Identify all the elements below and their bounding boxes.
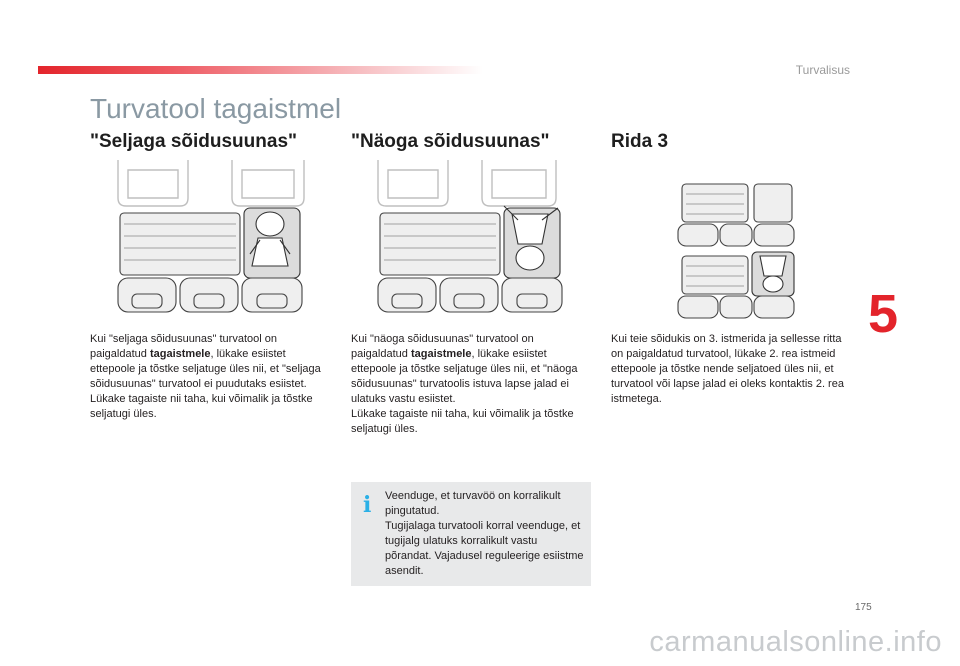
info-icon: i: [363, 492, 372, 518]
text-rear-facing-part3: Lükake tagaiste nii taha, kui võimalik j…: [90, 393, 313, 420]
page-title: Turvatool tagaistmel: [90, 93, 342, 124]
heading-row-3: Rida 3: [611, 131, 669, 152]
info-box: i Veenduge, et turvavöö on korralikult p…: [351, 482, 591, 586]
text-rear-facing-part1: Kui "seljaga sõidusuunas" turvatool on p…: [90, 333, 277, 360]
text-row-3: Kui teie sõidukis on 3. istmerida ja sel…: [611, 333, 844, 405]
info-text-1: Veenduge, et turvavöö on korralikult pin…: [385, 490, 561, 517]
section-label: Turvalisus: [795, 63, 850, 77]
text-forward-facing-bold: tagaistmele: [410, 348, 472, 360]
text-rear-facing-bold: tagaistmele: [149, 348, 211, 360]
text-forward-facing-part3: Lükake tagaiste nii taha, kui võimalik j…: [351, 408, 574, 435]
page-number: 175: [855, 602, 872, 613]
header-accent-bar: [38, 66, 483, 74]
row-3-seat-diagram: [677, 183, 795, 319]
info-text-2: Tugijalaga turvatooli korral veenduge, e…: [385, 520, 584, 577]
chapter-number: 5: [868, 284, 899, 344]
text-forward-facing-part1: Kui "näoga sõidusuunas" turvatool on pai…: [351, 333, 534, 360]
text-rear-facing: Kui "seljaga sõidusuunas" turvatool on p…: [90, 332, 328, 422]
text-forward-facing: Kui "näoga sõidusuunas" turvatool on pai…: [351, 332, 591, 437]
rear-facing-seat-diagram: [117, 160, 305, 313]
text-rear-facing-part2: , lükake esiistet ettepoole ja tõstke se…: [90, 348, 321, 390]
heading-rear-facing: "Seljaga sõidusuunas": [90, 131, 298, 152]
forward-facing-seat-diagram: [377, 160, 563, 313]
watermark: carmanualsonline.info: [649, 626, 942, 658]
heading-forward-facing: "Näoga sõidusuunas": [351, 131, 550, 152]
info-text: Veenduge, et turvavöö on korralikult pin…: [385, 489, 585, 579]
text-forward-facing-part2: , lükake esiistet ettepoole ja tõstke se…: [351, 348, 578, 405]
